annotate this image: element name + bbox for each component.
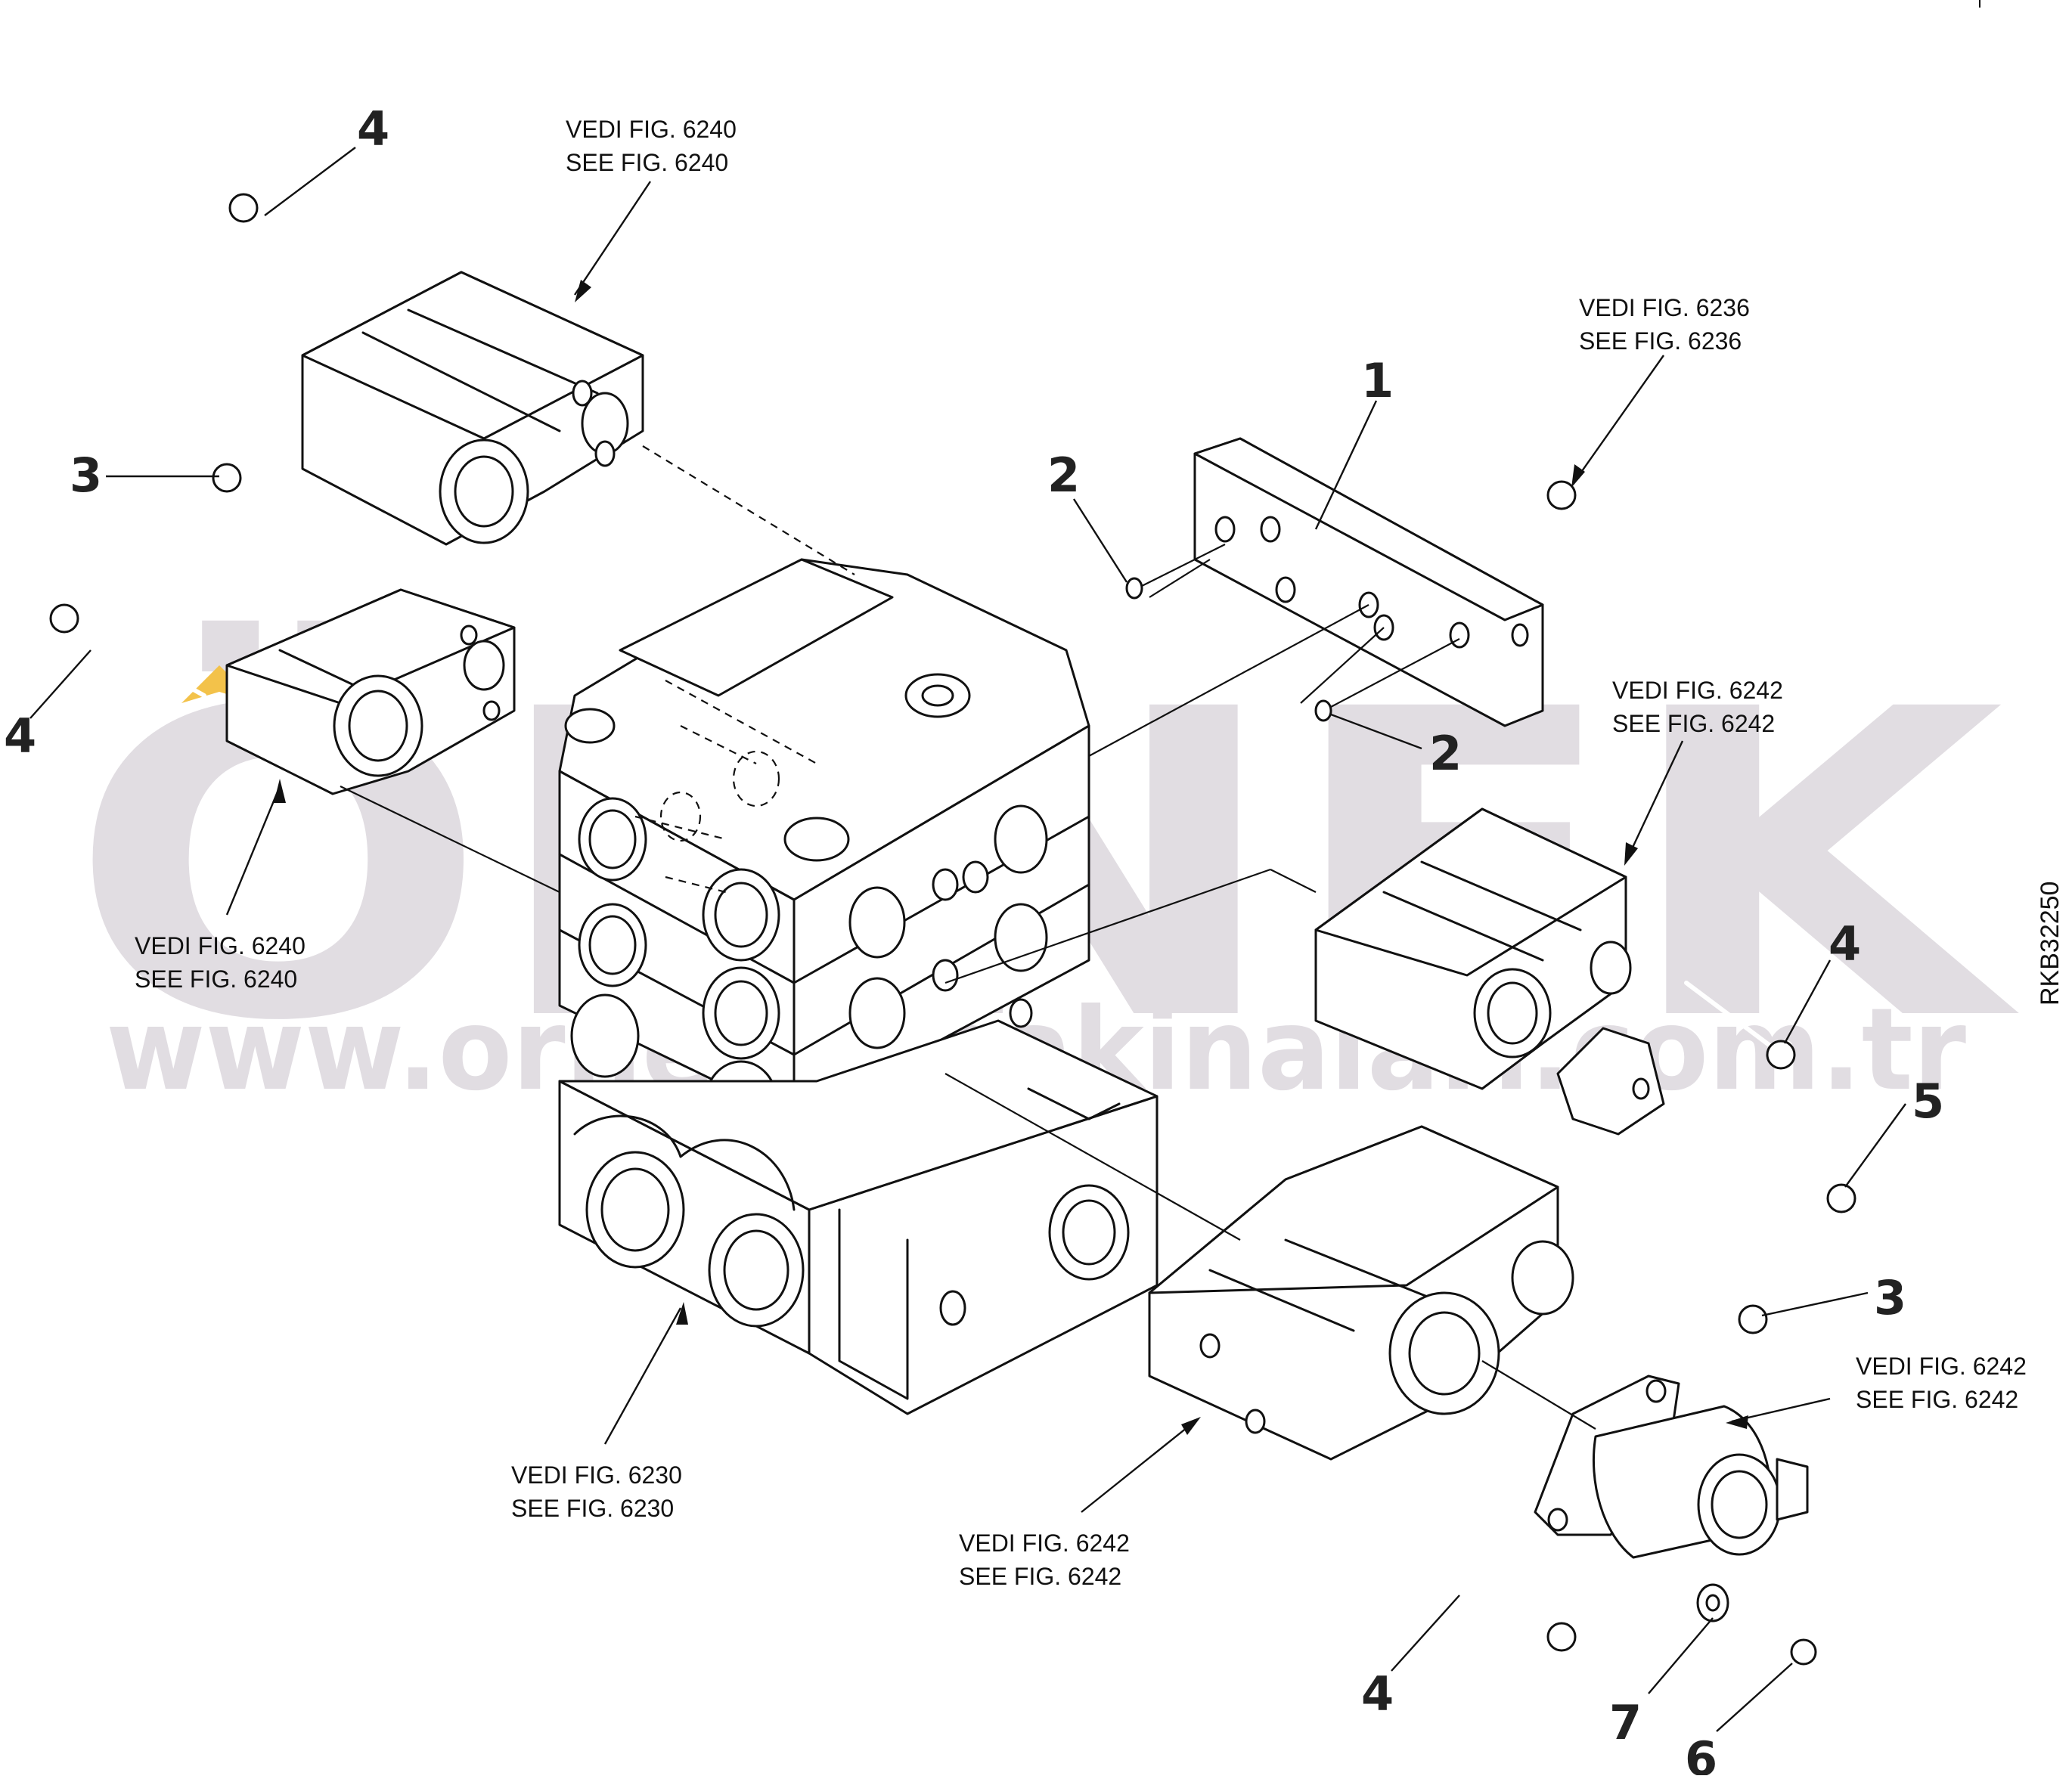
fig-ref-6240-left-en: SEE FIG. 6240	[135, 965, 297, 993]
gasket-plate	[1556, 1027, 1665, 1136]
fig-ref-6240-top-en: SEE FIG. 6240	[566, 149, 728, 176]
fig-ref-6230-it: VEDI FIG. 6230	[511, 1461, 682, 1489]
callout-number: 7	[1609, 1695, 1642, 1750]
callout-number: 4	[1829, 916, 1861, 972]
callout-number: 2	[1047, 448, 1080, 503]
callout-number: 5	[1912, 1074, 1944, 1129]
cover-plate	[1088, 437, 1544, 757]
callout-number: 3	[1874, 1270, 1906, 1325]
callout-number: 4	[1361, 1666, 1394, 1722]
fig-ref-6242-bottom-en: SEE FIG. 6242	[959, 1563, 1121, 1590]
fig-ref-6230-en: SEE FIG. 6230	[511, 1495, 674, 1522]
fig-ref-6240-top-it: VEDI FIG. 6240	[566, 116, 737, 143]
callout-number: 4	[4, 708, 36, 764]
fig-ref-6236-it: VEDI FIG. 6236	[1579, 294, 1750, 321]
callout-number: 6	[1685, 1731, 1717, 1775]
right-lower-block	[944, 1073, 1574, 1461]
fig-ref-6240-left-it: VEDI FIG. 6240	[135, 932, 306, 959]
figure-reference-labels: VEDI FIG. 6240 SEE FIG. 6240 VEDI FIG. 6…	[135, 116, 2027, 1590]
callout-number: 4	[357, 101, 389, 157]
fig-ref-6242-right-en: SEE FIG. 6242	[1612, 710, 1775, 737]
callout-number: 2	[1429, 726, 1462, 781]
drawing-code: RKB32250	[2036, 882, 2064, 1006]
solenoid-coil	[1481, 1360, 1809, 1559]
fig-ref-6236-en: SEE FIG. 6236	[1579, 327, 1742, 355]
fig-ref-6242-solenoid-en: SEE FIG. 6242	[1856, 1386, 2018, 1413]
right-upper-block	[944, 807, 1632, 1090]
top-left-end-cap	[301, 271, 855, 575]
callout-number: 3	[70, 448, 102, 503]
fig-ref-6242-bottom-it: VEDI FIG. 6242	[959, 1530, 1130, 1557]
fig-ref-6242-right-it: VEDI FIG. 6242	[1612, 677, 1783, 704]
middle-left-end-cap	[225, 588, 560, 893]
fig-ref-6242-solenoid-it: VEDI FIG. 6242	[1856, 1353, 2027, 1380]
leader-lines	[29, 147, 1906, 1732]
o-rings	[1125, 544, 1460, 722]
item-callouts: 4 3 4 1 2 2 4 5 3 4 7 6	[4, 101, 1944, 1779]
bolts	[49, 193, 1856, 1666]
callout-number: 1	[1361, 353, 1394, 408]
main-valve-block	[558, 558, 1159, 1415]
